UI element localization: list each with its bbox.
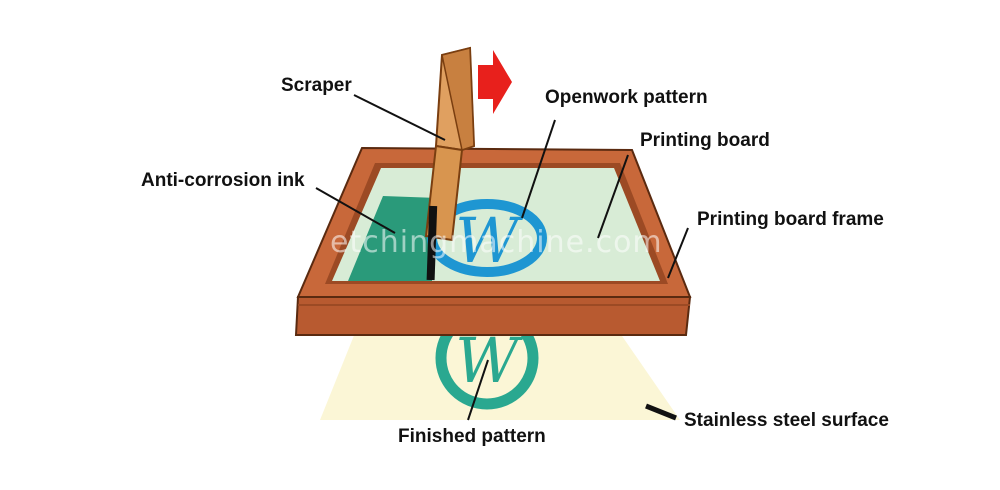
- label-scraper: Scraper: [281, 75, 352, 96]
- label-openwork-pattern: Openwork pattern: [545, 87, 708, 108]
- finished-pattern-glyph: W: [455, 324, 523, 397]
- label-finished-pattern: Finished pattern: [398, 426, 546, 447]
- openwork-pattern-graphic: W: [427, 199, 547, 277]
- stainless-steel-surface: [320, 333, 680, 420]
- label-printing-board: Printing board: [640, 130, 770, 151]
- scraper-graphic: [424, 46, 476, 281]
- surface-pointer: [645, 403, 677, 421]
- label-printing-board-frame: Printing board frame: [697, 209, 884, 230]
- leader-lines: [315, 94, 689, 421]
- arrow-right-icon: [478, 50, 512, 114]
- watermark: etchingmachine.com: [330, 225, 663, 260]
- openwork-pattern-glyph: W: [455, 204, 523, 277]
- anti-corrosion-ink-area: [348, 196, 438, 281]
- label-stainless-steel-surface: Stainless steel surface: [684, 410, 889, 431]
- label-anti-corrosion-ink: Anti-corrosion ink: [141, 170, 305, 191]
